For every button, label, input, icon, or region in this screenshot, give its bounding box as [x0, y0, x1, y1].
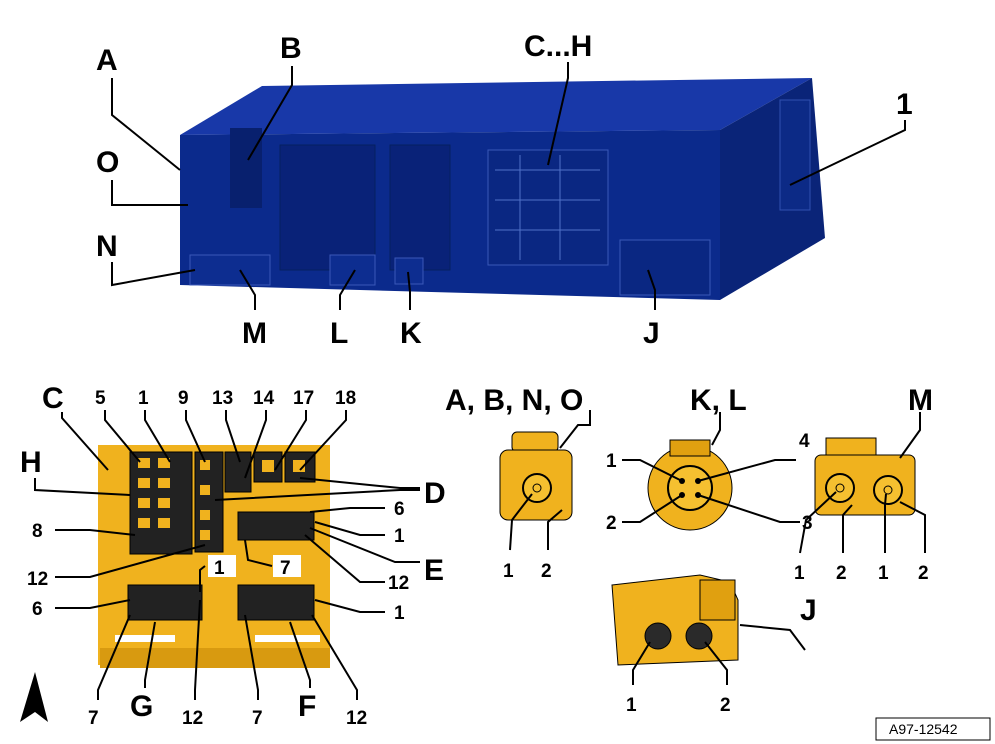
pin-9: 9 — [178, 388, 189, 409]
pin-13: 13 — [212, 388, 233, 409]
pin-17: 17 — [293, 388, 314, 409]
label-D: D — [424, 477, 446, 510]
label-J: J — [643, 317, 660, 350]
label-A: A — [96, 44, 118, 77]
pin-e6: 6 — [394, 499, 405, 520]
pin-g12: 12 — [182, 708, 203, 729]
m-pin-2a: 2 — [836, 563, 847, 584]
label-M: M — [242, 317, 267, 350]
reference-code: A97-12542 — [889, 721, 958, 737]
connector-abno-title: A, B, N, O — [445, 384, 583, 417]
label-C-H: C...H — [524, 30, 592, 63]
pin-18: 18 — [335, 388, 356, 409]
label-C: C — [42, 382, 64, 415]
pin-6: 6 — [32, 599, 43, 620]
abno-pin-1: 1 — [503, 561, 514, 582]
label-G: G — [130, 690, 153, 723]
pin-f7: 7 — [252, 708, 263, 729]
box-label-7: 7 — [280, 558, 291, 579]
label-B: B — [280, 32, 302, 65]
kl-pin-4: 4 — [799, 431, 810, 452]
pin-8: 8 — [32, 521, 43, 542]
label-L: L — [330, 317, 348, 350]
label-N: N — [96, 230, 118, 263]
label-K: K — [400, 317, 422, 350]
connector-j-title: J — [800, 594, 817, 627]
label-H: H — [20, 446, 42, 479]
j-pin-1: 1 — [626, 695, 637, 716]
m-pin-1b: 1 — [878, 563, 889, 584]
top-leader-lines — [111, 62, 906, 310]
j-pin-2: 2 — [720, 695, 731, 716]
kl-pin-2: 2 — [606, 513, 617, 534]
label-F: F — [298, 690, 316, 723]
connector-j: J 1 2 — [611, 574, 817, 716]
connector-kl-title: K, L — [690, 384, 747, 417]
north-arrow-icon — [20, 672, 48, 722]
pin-g7: 7 — [88, 708, 99, 729]
pin-f12: 12 — [346, 708, 367, 729]
abno-pin-2: 2 — [541, 561, 552, 582]
label-1: 1 — [896, 88, 913, 121]
radio-unit-housing — [180, 78, 825, 300]
pin-e12: 12 — [388, 573, 409, 594]
connector-block: 1 7 — [98, 445, 330, 668]
connector-m: M 1 2 1 2 — [794, 384, 933, 584]
connector-m-title: M — [908, 384, 933, 417]
pin-12: 12 — [27, 569, 48, 590]
pin-5: 5 — [95, 388, 106, 409]
label-E: E — [424, 554, 444, 587]
block-labels: C H D E G F 5 1 9 13 14 17 18 8 12 6 7 1… — [20, 382, 446, 729]
block-leader-lines — [34, 410, 420, 700]
connector-kl: K, L 1 2 3 4 — [606, 384, 813, 534]
pin-e1: 1 — [394, 526, 405, 547]
label-O: O — [96, 146, 119, 179]
pin-1: 1 — [138, 388, 149, 409]
reference-box: A97-12542 — [875, 717, 991, 741]
pin-f1: 1 — [394, 603, 405, 624]
pin-14: 14 — [253, 388, 275, 409]
connector-abno: A, B, N, O 1 2 — [445, 384, 591, 582]
m-pin-2b: 2 — [918, 563, 929, 584]
kl-pin-3: 3 — [802, 513, 813, 534]
kl-pin-1: 1 — [606, 451, 617, 472]
top-labels: A O N B C...H 1 M L K J — [96, 30, 913, 350]
m-pin-1a: 1 — [794, 563, 805, 584]
box-label-1: 1 — [214, 558, 225, 579]
